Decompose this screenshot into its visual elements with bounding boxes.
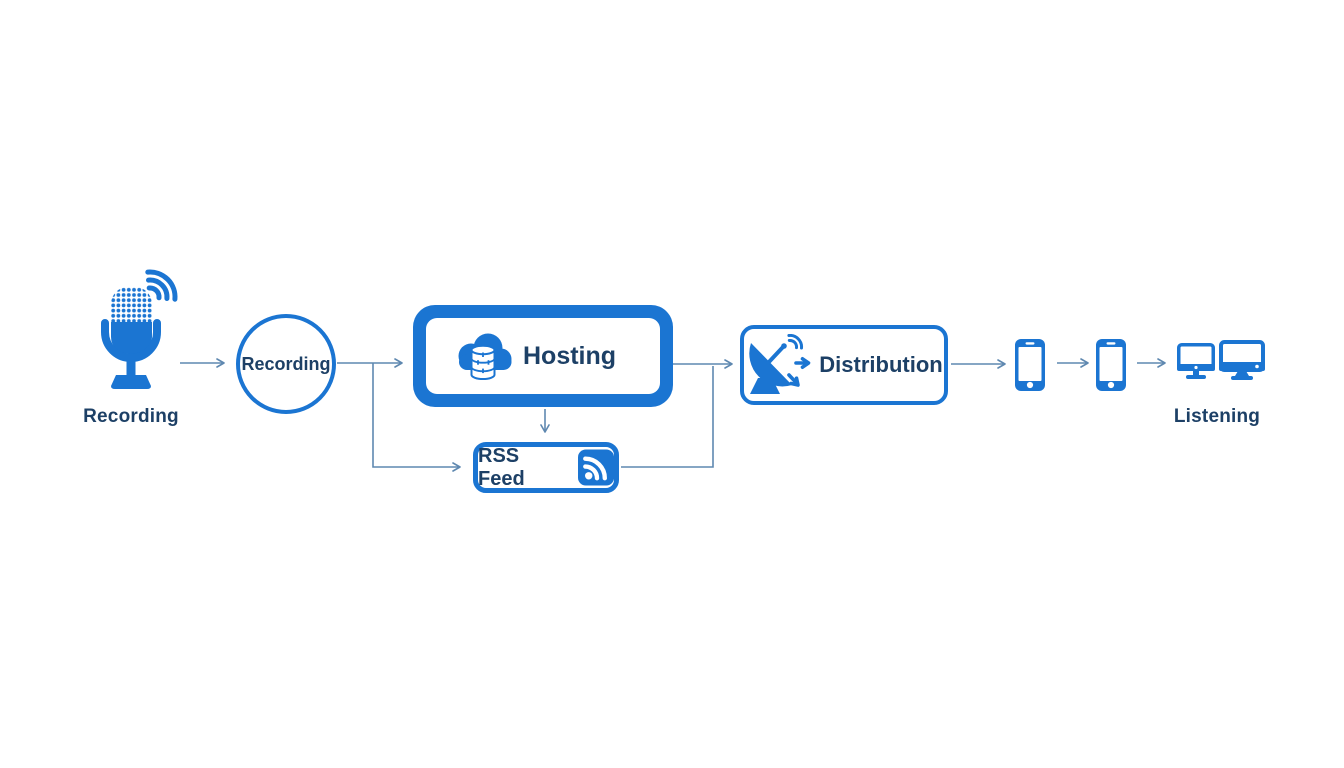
distribution-label: Distribution bbox=[819, 352, 943, 377]
recording-step-label: Recording bbox=[241, 353, 331, 374]
satellite-dish-icon bbox=[749, 334, 811, 394]
listening-label: Listening bbox=[1173, 406, 1261, 427]
monitor-icon bbox=[1219, 340, 1265, 380]
monitor-icon bbox=[1177, 343, 1215, 379]
rss-icon bbox=[577, 449, 614, 486]
recording-source-label: Recording bbox=[83, 406, 179, 427]
rss-feed-label: RSS Feed bbox=[478, 444, 525, 490]
distribution-node: Distribution bbox=[740, 325, 948, 405]
recording-step-node: Recording bbox=[236, 314, 336, 414]
rss-feed-node: RSS Feed bbox=[473, 442, 619, 493]
smartphone-icon bbox=[1015, 339, 1045, 391]
hosting-label: Hosting bbox=[523, 341, 617, 370]
microphone-icon bbox=[101, 269, 178, 389]
hosting-node-inner: Hosting bbox=[426, 318, 660, 394]
cloud-server-icon bbox=[458, 333, 512, 380]
smartphone-icon bbox=[1096, 339, 1126, 391]
hosting-node: Hosting bbox=[413, 305, 673, 407]
